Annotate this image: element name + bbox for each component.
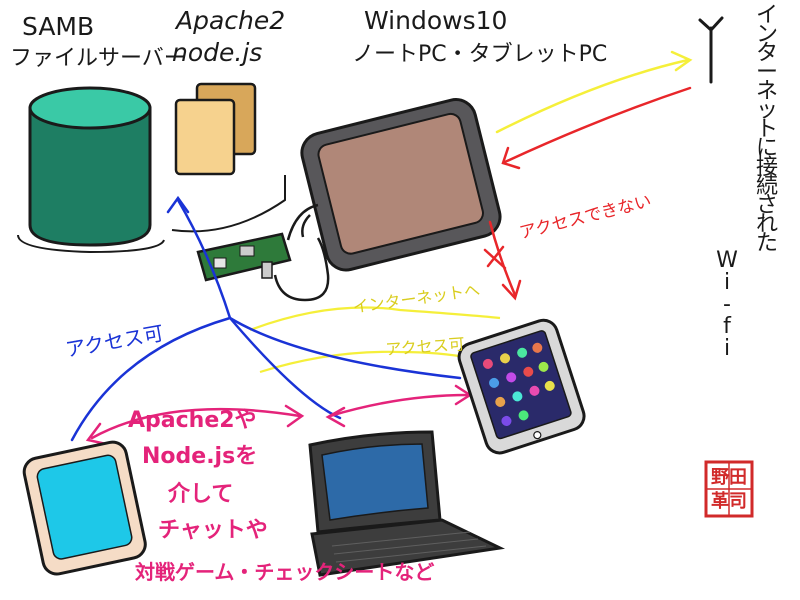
windows-tablet-icon <box>300 98 502 272</box>
software-files-icon <box>171 82 286 233</box>
wifi-char: W <box>716 248 738 273</box>
vt-char: た <box>755 231 778 256</box>
file-server-icon <box>17 86 165 254</box>
vt-char: ー <box>755 60 778 85</box>
usage-line-5: 対戦ゲーム・チェックシートなど <box>135 560 435 584</box>
access-blue-arrows <box>70 195 462 442</box>
vt-char: 接 <box>755 155 778 180</box>
no-access-red-arrow <box>483 220 522 301</box>
name-stamp <box>704 460 754 518</box>
usage-line-1: Apache2や <box>128 408 257 433</box>
vt-char: タ <box>755 41 778 66</box>
usage-line-3: 介して <box>168 482 234 507</box>
ipad-internet-yellow-line <box>249 306 501 374</box>
vt-char: ト <box>755 117 778 142</box>
vt-char: ッ <box>755 98 778 123</box>
internet-yellow-arrow <box>495 50 693 134</box>
server-type-label: ファイルサーバー <box>10 46 186 71</box>
software-label-apache: Apache2 <box>176 6 286 35</box>
vt-char: イ <box>755 3 778 28</box>
server-name-label: SAMB <box>22 12 95 41</box>
vt-char: さ <box>755 193 778 218</box>
small-tablet-icon <box>22 440 147 576</box>
raspberry-pi-board-icon <box>196 232 292 282</box>
vt-char: ン <box>755 22 778 47</box>
usage-line-2: Node.jsを <box>142 444 258 469</box>
vt-char: に <box>755 136 778 161</box>
usage-line-4: チャットや <box>158 518 268 543</box>
internet-red-arrow <box>501 86 692 170</box>
client-types-label: ノートPC・タブレットPC <box>352 42 608 67</box>
os-label: Windows10 <box>364 6 508 35</box>
stamp-text: 野田革司 <box>711 467 747 512</box>
cables <box>273 203 330 302</box>
wifi-char: i <box>723 270 731 295</box>
laptop-icon <box>308 430 506 577</box>
wifi-text: W i - f i <box>712 250 742 360</box>
wifi-char: - <box>723 292 731 317</box>
wifi-char: f <box>723 314 731 339</box>
wifi-char: i <box>723 336 731 361</box>
software-label-node: node.js <box>172 38 263 67</box>
ipad-icon <box>457 318 586 455</box>
vt-char: れ <box>755 212 778 237</box>
vt-char: ネ <box>755 79 778 104</box>
internet-connected-text: イ ン タ ー ネ ッ ト に 接 続 さ れ た <box>752 3 782 256</box>
wifi-antenna-icon <box>698 16 724 84</box>
vt-char: 続 <box>755 174 778 199</box>
